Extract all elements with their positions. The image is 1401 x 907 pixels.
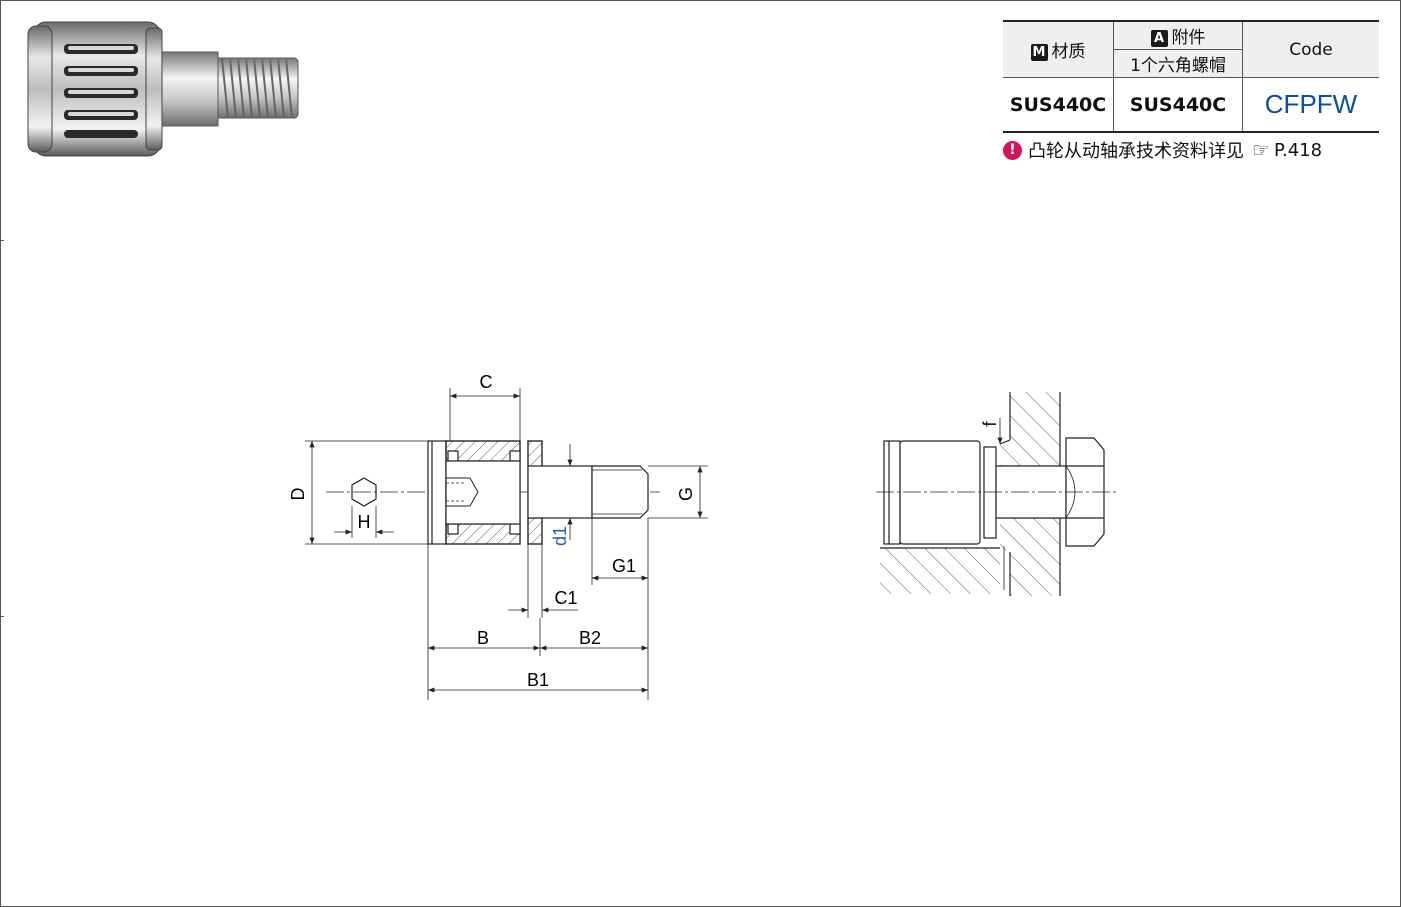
code-header: Code	[1242, 20, 1379, 78]
pointing-hand-icon: ☞	[1252, 138, 1270, 162]
material-badge: M	[1030, 44, 1048, 61]
dim-label-h: H	[358, 512, 371, 532]
dim-label-f: f	[980, 421, 1000, 427]
dimension-lines	[305, 388, 708, 700]
dim-label-b1: B1	[527, 670, 549, 690]
page-ref[interactable]: P.418	[1273, 139, 1323, 161]
edge-tick	[0, 616, 4, 617]
dim-label-b2: B2	[579, 628, 601, 648]
dim-label-g: G	[676, 487, 696, 501]
code-value: CFPFW	[1242, 77, 1379, 133]
dim-label-d: D	[288, 488, 308, 501]
accessory-sub-header: 1个六角螺帽	[1113, 49, 1243, 78]
note-text: 凸轮从动轴承技术资料详见	[1028, 141, 1244, 162]
accessory-value: SUS440C	[1113, 77, 1243, 133]
accessory-header: 附件	[1171, 28, 1206, 48]
side-view-drawing	[326, 440, 660, 545]
material-header: 材质	[1051, 42, 1086, 62]
dim-label-d1: d1	[550, 526, 570, 546]
info-icon: !	[1003, 140, 1022, 160]
dim-label-c1: C1	[554, 588, 577, 608]
accessory-badge: A	[1150, 30, 1168, 47]
dim-label-g1: G1	[612, 556, 636, 576]
dim-label-b: B	[477, 628, 489, 648]
tech-note: ! 凸轮从动轴承技术资料详见 ☞ P.418	[1003, 137, 1322, 163]
mounting-view-drawing	[876, 392, 1116, 596]
dim-label-c: C	[480, 372, 493, 392]
edge-tick	[0, 240, 4, 241]
dimension-f	[997, 418, 1011, 444]
